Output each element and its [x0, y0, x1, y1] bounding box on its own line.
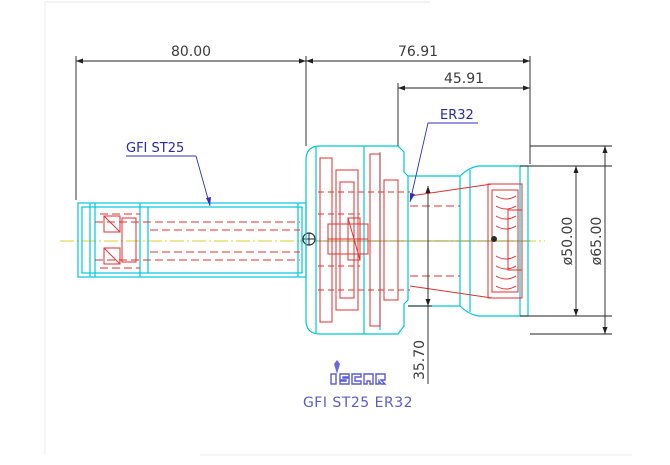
callout-collet: ER32: [440, 108, 474, 123]
dim-76-91: 76.91: [398, 44, 438, 60]
drawing-caption: GFI ST25 ER32: [303, 395, 413, 411]
callout-leaders: [126, 122, 478, 207]
dim-diameter-65: ø65.00: [589, 217, 605, 266]
iscar-logo: [330, 360, 387, 385]
callout-shank: GFI ST25: [126, 141, 184, 156]
shank-hidden: [95, 213, 300, 269]
dimension-lines: [75, 56, 612, 384]
body-outline: [305, 145, 529, 335]
body-hidden: [319, 153, 523, 327]
dim-35-70: 35.70: [412, 340, 428, 380]
dim-80: 80.00: [171, 44, 211, 60]
dimension-arrows: [76, 58, 608, 334]
dim-45-91: 45.91: [444, 71, 484, 87]
dim-diameter-50: ø50.00: [560, 217, 576, 266]
